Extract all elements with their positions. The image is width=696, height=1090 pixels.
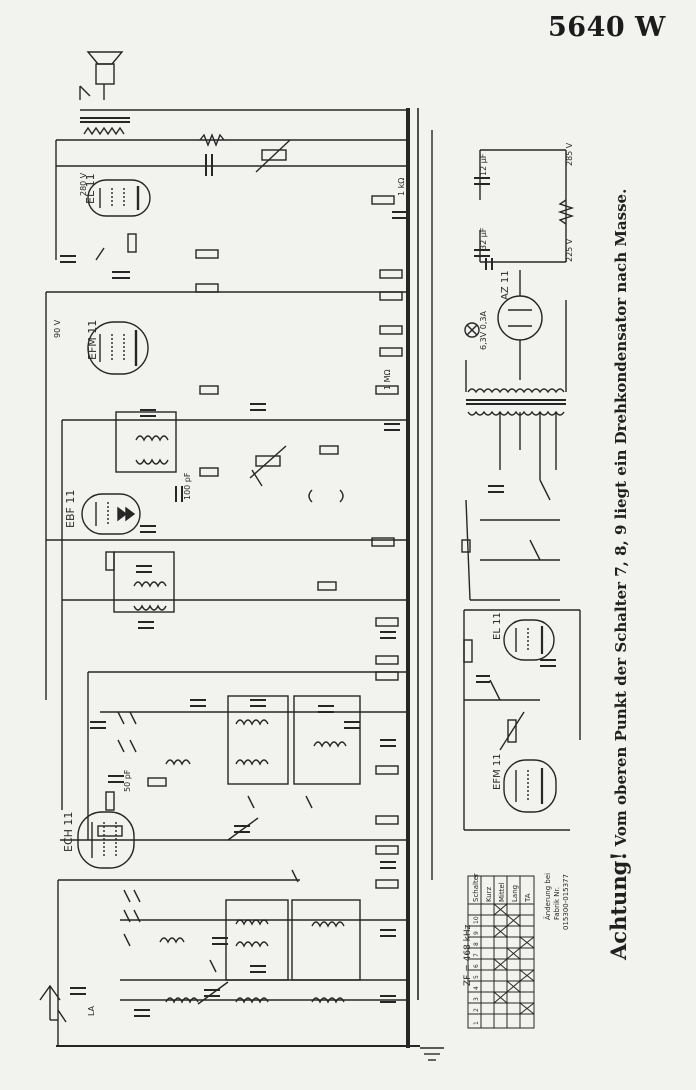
volume-potentiometer bbox=[249, 139, 525, 751]
res-1k-label: 1 kΩ bbox=[397, 178, 406, 196]
tube-label-efm11: EFM 11 bbox=[86, 320, 99, 360]
switch-col-1: 1 bbox=[473, 1021, 480, 1025]
tube-el11-alt bbox=[503, 619, 555, 661]
tube-ebf11 bbox=[81, 493, 141, 535]
revision-line-2: Fabrik Nr. bbox=[553, 887, 561, 920]
capacitors bbox=[60, 154, 556, 1017]
switch-col-6: 6 bbox=[473, 964, 480, 968]
switch-col-4: 4 bbox=[473, 986, 480, 990]
lamp-label: 6,3V 0,3A bbox=[479, 311, 488, 350]
labels-layer: EL 11 EFM 11 EBF 11 ECH 11 AZ 11 EL 11 E… bbox=[53, 142, 574, 1025]
tube-label-efm11-alt: EFM 11 bbox=[492, 753, 503, 790]
tuning-capacitor bbox=[197, 817, 259, 1005]
switch-col-5: 5 bbox=[473, 975, 480, 979]
mains-transformer bbox=[465, 300, 567, 480]
volt-285-label: 285 V bbox=[565, 142, 574, 166]
model-title: 5640 W bbox=[548, 12, 666, 43]
switch-col-numbers: 1 2 3 4 5 6 7 8 9 10 bbox=[473, 916, 480, 1025]
cap-32uf-label: 32 µF bbox=[479, 227, 488, 250]
switch-col-8: 8 bbox=[473, 942, 480, 946]
switch-col-10: 10 bbox=[473, 916, 480, 924]
volt-280-label: 280 V bbox=[79, 172, 88, 196]
output-transformer bbox=[80, 109, 408, 136]
cap-12uf-label: 12 µF bbox=[479, 153, 488, 176]
revision-line-1: Änderung bei bbox=[543, 873, 552, 920]
tube-label-ebf11: EBF 11 bbox=[64, 490, 77, 528]
antenna-icon bbox=[39, 984, 61, 1021]
tube-efm11-alt bbox=[503, 759, 557, 813]
switch-row-kurz: Kurz bbox=[485, 886, 493, 902]
volt-90-label: 90 V bbox=[53, 319, 62, 338]
mic-la-label: LA bbox=[87, 1005, 96, 1016]
switch-row-lang: Lang bbox=[511, 885, 519, 902]
tube-ech11 bbox=[77, 811, 135, 869]
switch-row-ta: TA bbox=[524, 893, 532, 903]
tube-label-az11: AZ 11 bbox=[500, 270, 511, 300]
switch-col-9: 9 bbox=[473, 931, 480, 935]
switch-table bbox=[467, 875, 535, 1029]
warning-lead: Achtung! bbox=[606, 851, 631, 961]
cap-100pf-label: 100 pF bbox=[183, 472, 192, 500]
switch-col-2: 2 bbox=[473, 1008, 480, 1012]
tube-label-ech11: ECH 11 bbox=[62, 812, 75, 852]
tube-az11 bbox=[497, 270, 543, 380]
switch-col-7: 7 bbox=[473, 953, 480, 957]
warning-text: Vom oberen Punkt der Schalter 7, 8, 9 li… bbox=[612, 188, 630, 847]
tube-label-el11-alt: EL 11 bbox=[492, 612, 503, 640]
dial-lamp-icon bbox=[464, 322, 480, 338]
switch-col-3: 3 bbox=[473, 997, 480, 1001]
tube-label-el11: EL 11 bbox=[84, 173, 97, 204]
pickup-socket bbox=[308, 489, 344, 503]
if-frequency-label: ZF = 468 kHz bbox=[463, 924, 473, 986]
if-coils bbox=[133, 435, 347, 1004]
tube-el11 bbox=[87, 179, 151, 217]
switch-table-title: Schalter bbox=[472, 873, 480, 902]
tube-efm11 bbox=[87, 321, 149, 375]
speaker-icon bbox=[79, 51, 124, 100]
res-1m-label: 1 MΩ bbox=[383, 369, 392, 390]
ground-icon bbox=[420, 1047, 444, 1061]
revision-line-3: 015300-015377 bbox=[562, 874, 570, 930]
band-switches bbox=[57, 247, 313, 1023]
volt-225-label: 225 V bbox=[565, 238, 574, 262]
cap-50pf-label: 50 pF bbox=[123, 769, 132, 792]
switch-row-mittel: Mittel bbox=[498, 882, 506, 902]
resistors bbox=[105, 133, 473, 889]
warning-note: Achtung! Vom oberen Punkt der Schalter 7… bbox=[606, 189, 631, 960]
